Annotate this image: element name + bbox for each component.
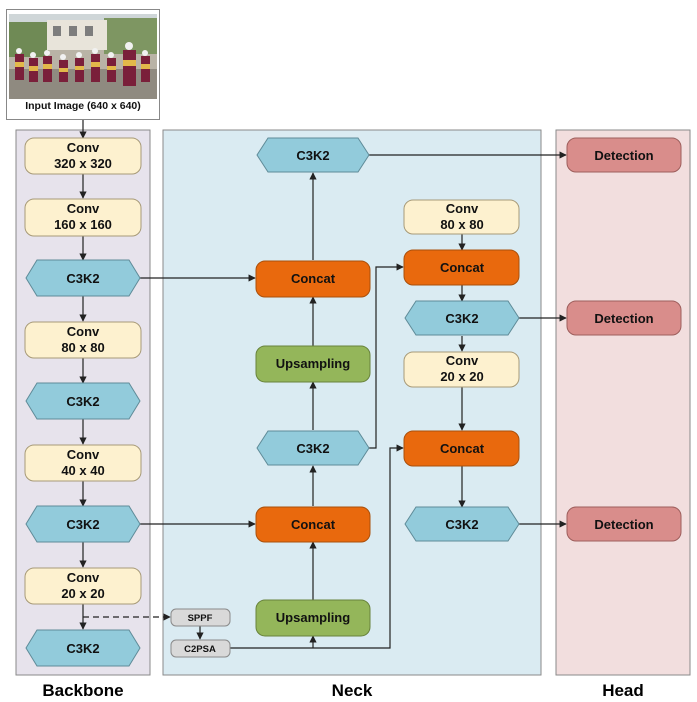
svg-text:Concat: Concat xyxy=(291,271,336,286)
node-c2psa: C2PSA xyxy=(170,639,231,658)
svg-text:C3K2: C3K2 xyxy=(445,517,478,532)
node-sppf: SPPF xyxy=(170,608,231,627)
node-neck-c3k2-top: C3K2 xyxy=(256,137,370,173)
svg-text:Conv: Conv xyxy=(67,570,100,585)
node-neck-concat-3: Concat xyxy=(403,249,520,286)
svg-text:C3K2: C3K2 xyxy=(66,641,99,656)
node-neck-conv-20: Conv 20 x 20 xyxy=(403,351,520,388)
input-image-caption: Input Image (640 x 640) xyxy=(25,100,141,112)
node-bb-conv-20: Conv 20 x 20 xyxy=(24,567,142,605)
neck-label: Neck xyxy=(332,681,373,700)
svg-text:160 x 160: 160 x 160 xyxy=(54,217,112,232)
node-neck-conv-80: Conv 80 x 80 xyxy=(403,199,520,235)
node-bb-conv-80: Conv 80 x 80 xyxy=(24,321,142,359)
node-detection-2: Detection xyxy=(566,300,682,336)
svg-text:Concat: Concat xyxy=(291,517,336,532)
node-bb-c3k2-2: C3K2 xyxy=(25,382,141,420)
head-label: Head xyxy=(602,681,644,700)
svg-text:C3K2: C3K2 xyxy=(296,441,329,456)
svg-text:80 x 80: 80 x 80 xyxy=(61,340,104,355)
svg-text:Conv: Conv xyxy=(67,140,100,155)
connectors xyxy=(79,120,567,649)
svg-text:Conv: Conv xyxy=(67,324,100,339)
svg-text:C3K2: C3K2 xyxy=(66,517,99,532)
svg-text:20 x 20: 20 x 20 xyxy=(440,369,483,384)
input-image xyxy=(9,14,157,99)
node-neck-c3k2-r1: C3K2 xyxy=(404,300,520,336)
svg-text:Conv: Conv xyxy=(446,353,479,368)
svg-text:C3K2: C3K2 xyxy=(296,148,329,163)
node-neck-c3k2-mid: C3K2 xyxy=(256,430,370,466)
node-bb-c3k2-3: C3K2 xyxy=(25,505,141,543)
svg-text:320 x 320: 320 x 320 xyxy=(54,156,112,171)
node-neck-c3k2-r2: C3K2 xyxy=(404,506,520,542)
node-bb-c3k2-1: C3K2 xyxy=(25,259,141,297)
node-neck-concat-2: Concat xyxy=(255,506,371,543)
node-neck-concat-1: Concat xyxy=(255,260,371,298)
node-bb-c3k2-4: C3K2 xyxy=(25,629,141,667)
input-image-frame xyxy=(6,9,160,120)
svg-text:C3K2: C3K2 xyxy=(66,394,99,409)
node-bb-conv-320: Conv 320 x 320 xyxy=(24,137,142,175)
node-detection-3: Detection xyxy=(566,506,682,542)
svg-text:Concat: Concat xyxy=(440,441,485,456)
node-neck-concat-4: Concat xyxy=(403,430,520,467)
svg-text:C2PSA: C2PSA xyxy=(184,644,216,655)
node-neck-upsampling-1: Upsampling xyxy=(255,345,371,383)
node-detection-1: Detection xyxy=(566,137,682,173)
svg-text:20 x 20: 20 x 20 xyxy=(61,586,104,601)
svg-text:C3K2: C3K2 xyxy=(66,271,99,286)
svg-text:80 x 80: 80 x 80 xyxy=(440,217,483,232)
svg-text:C3K2: C3K2 xyxy=(445,311,478,326)
svg-text:Detection: Detection xyxy=(594,311,653,326)
backbone-label: Backbone xyxy=(42,681,123,700)
svg-text:Conv: Conv xyxy=(67,447,100,462)
svg-text:40 x 40: 40 x 40 xyxy=(61,463,104,478)
node-neck-upsampling-2: Upsampling xyxy=(255,599,371,637)
head-panel xyxy=(555,129,691,676)
svg-text:Upsampling: Upsampling xyxy=(276,356,350,371)
svg-text:Detection: Detection xyxy=(594,148,653,163)
node-bb-conv-40: Conv 40 x 40 xyxy=(24,444,142,482)
svg-text:Detection: Detection xyxy=(594,517,653,532)
svg-text:Upsampling: Upsampling xyxy=(276,610,350,625)
svg-text:Conv: Conv xyxy=(446,201,479,216)
svg-text:SPPF: SPPF xyxy=(188,613,213,624)
svg-text:Concat: Concat xyxy=(440,260,485,275)
svg-text:Conv: Conv xyxy=(67,201,100,216)
node-bb-conv-160: Conv 160 x 160 xyxy=(24,198,142,237)
